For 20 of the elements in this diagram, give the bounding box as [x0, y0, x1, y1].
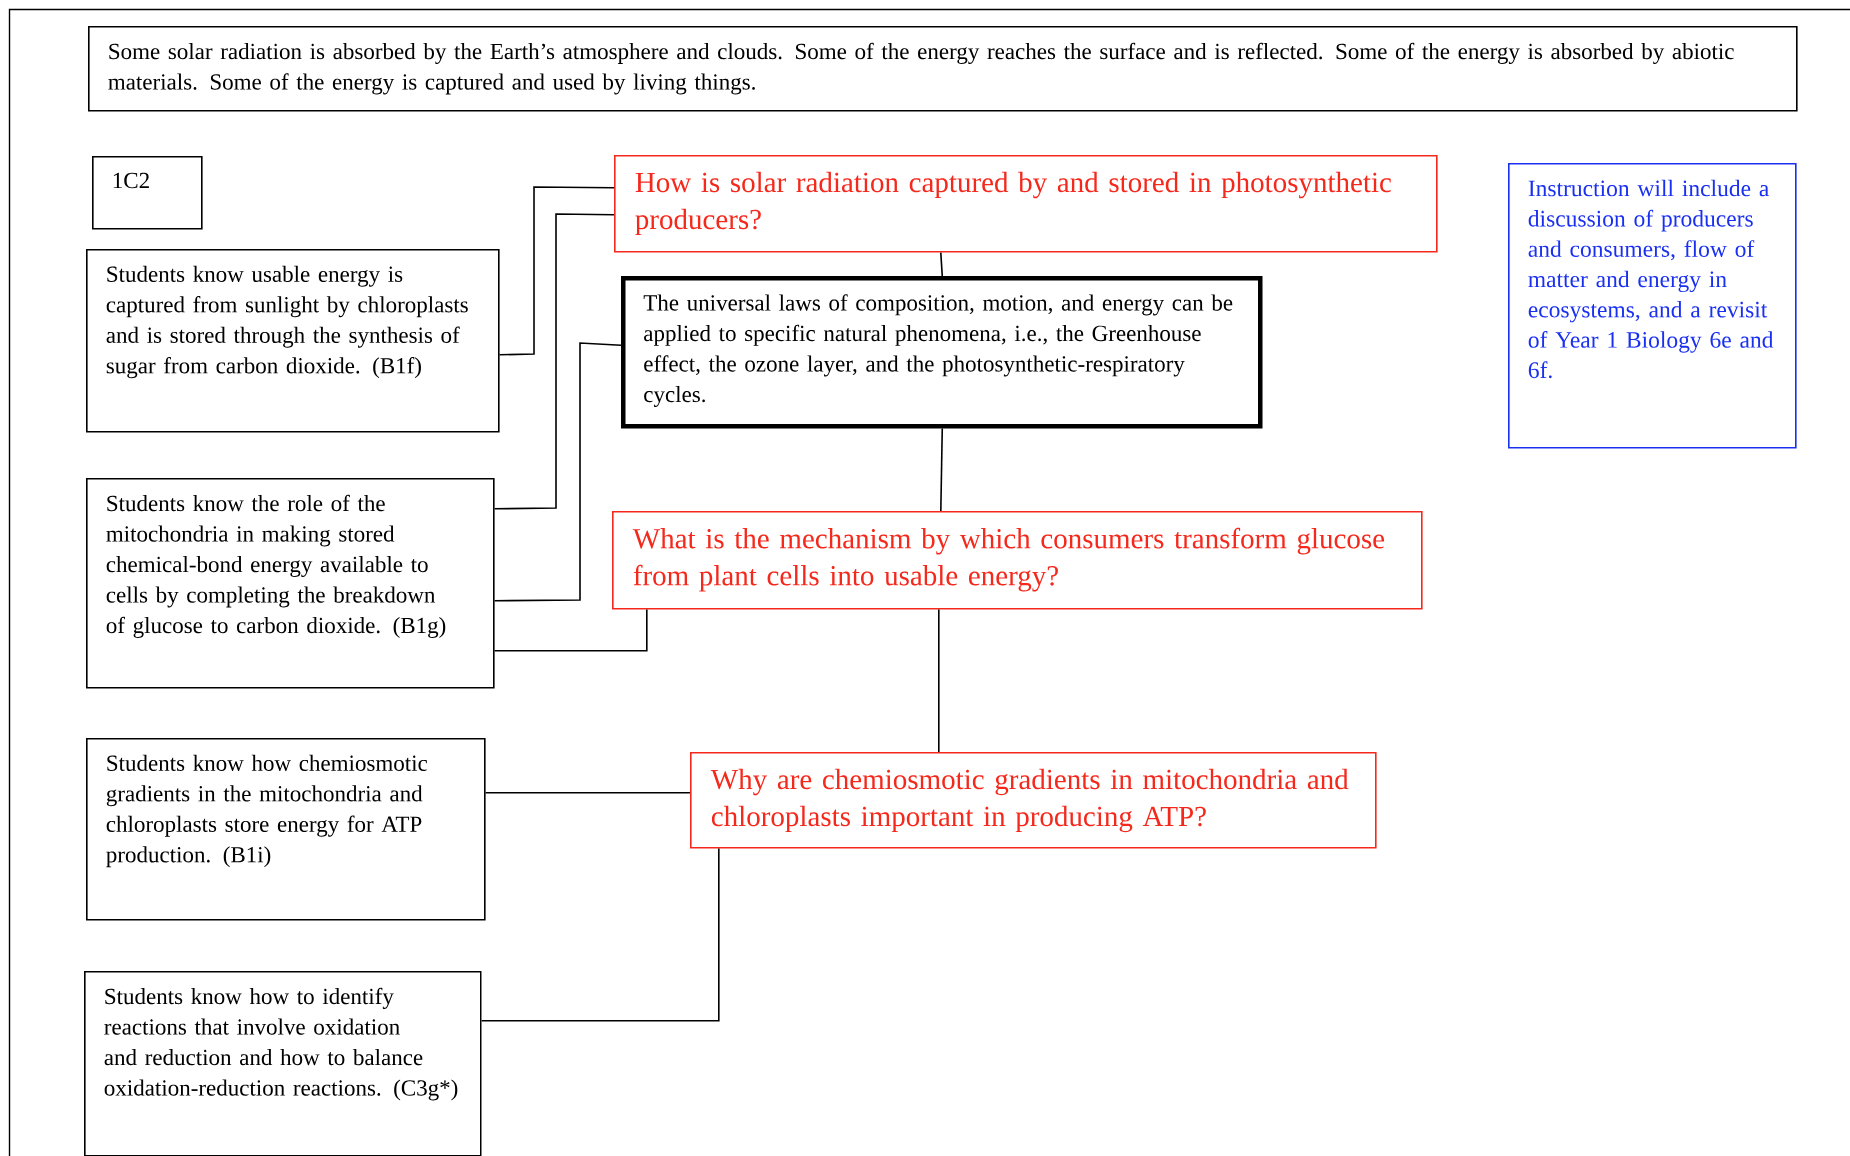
- question-box: Why are chemiosmotic gradients in mitochondria and chloroplasts important in producing ATP?: [690, 752, 1377, 849]
- card-box: Students know how to identify reactions that involve oxidation and reduction and how to balance oxidation-reduction reactions. (C3g*): [84, 971, 482, 1156]
- note-box: Instruction will include a discussion of producers and consumers, flow of matter and energy in ecosystems, and a revisit of Year 1 Biology 6e and 6f.: [1508, 163, 1797, 449]
- connector-line: [493, 342, 622, 602]
- connector-line: [480, 847, 720, 1022]
- card-box: Students know how chemiosmotic gradients in the mitochondria and chloroplasts store energy for ATP production. (B1i): [86, 738, 486, 921]
- connector-line: [484, 792, 691, 794]
- connector-line: [940, 251, 944, 277]
- statement-box: The universal laws of composition, motion, and energy can be applied to specific natural phenomena, i.e., the Greenhouse effect, the ozone layer, and the photosynthetic-respiratory cycles.: [621, 276, 1263, 429]
- connector-line: [493, 213, 615, 510]
- card-box: 1C2: [92, 156, 203, 230]
- card-box: Some solar radiation is absorbed by the Earth’s atmosphere and clouds. Some of the energy reaches the surface and is reflected. Some of the energy is absorbed by abiotic materials. Some of the energy is captured and used by living things.: [88, 26, 1798, 112]
- connector-line: [938, 608, 940, 753]
- connector-line: [493, 608, 648, 652]
- connector-line: [940, 427, 944, 512]
- question-box: How is solar radiation captured by and stored in photosynthetic producers?: [614, 155, 1438, 253]
- connector-line: [498, 186, 615, 356]
- card-box: Students know the role of the mitochondria in making stored chemical-bond energy available to cells by completing the breakdown of glucose to carbon dioxide. (B1g): [86, 478, 495, 689]
- question-box: What is the mechanism by which consumers transform glucose from plant cells into usable energy?: [612, 511, 1423, 610]
- card-box: Students know usable energy is captured from sunlight by chloroplasts and is stored through the synthesis of sugar from carbon dioxide. (B1f): [86, 249, 500, 433]
